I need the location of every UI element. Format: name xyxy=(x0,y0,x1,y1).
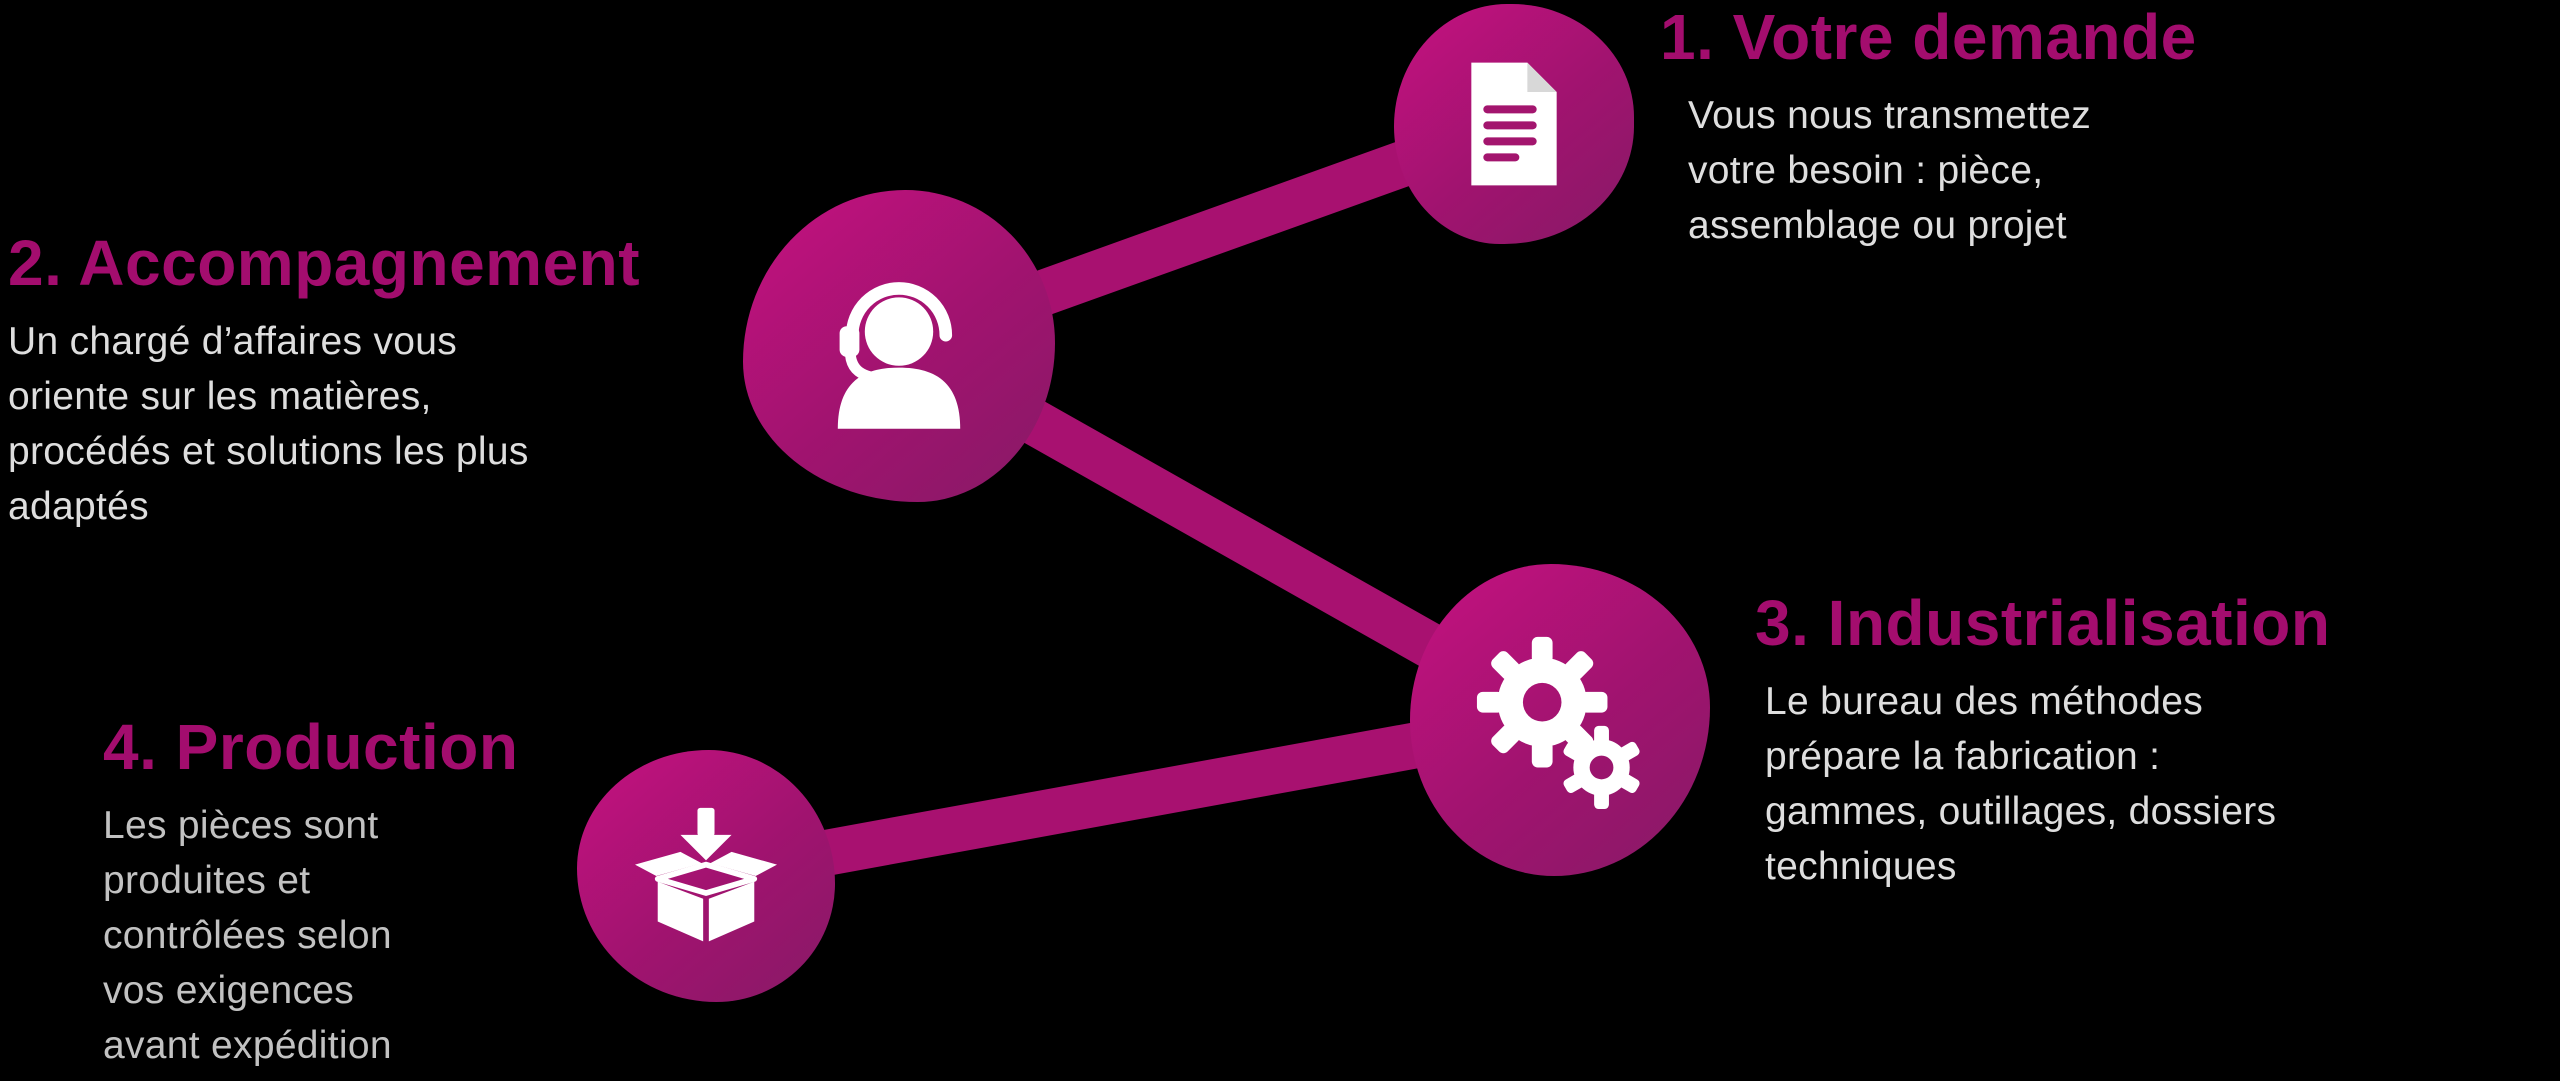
step4-description: Les pièces sont produites et contrôlées … xyxy=(103,803,392,1067)
headset-person-icon xyxy=(837,282,961,429)
step4-title: 4. Production xyxy=(103,711,519,783)
gears-icon xyxy=(1476,636,1640,809)
step2-description: Un chargé d’affaires vous oriente sur le… xyxy=(8,319,529,528)
step1-title: 1. Votre demande xyxy=(1660,1,2197,73)
document-icon xyxy=(1471,62,1557,186)
step3-title: 3. Industrialisation xyxy=(1755,587,2331,659)
step3-node xyxy=(1410,564,1710,876)
step3-text: 3. Industrialisation Le bureau des métho… xyxy=(1755,587,2535,894)
step1-text: 1. Votre demande Vous nous transmettez v… xyxy=(1660,1,2300,253)
step4-node xyxy=(577,750,835,1002)
step3-description: Le bureau des méthodes prépare la fabric… xyxy=(1765,679,2277,888)
step4-text: 4. Production Les pièces sont produites … xyxy=(103,711,603,1073)
step2-text: 2. Accompagnement Un chargé d’affaires v… xyxy=(8,227,768,534)
step1-description: Vous nous transmettez votre besoin : piè… xyxy=(1688,93,2092,247)
step2-title: 2. Accompagnement xyxy=(8,227,641,299)
open-box-icon xyxy=(635,807,777,942)
step1-node xyxy=(1394,4,1634,244)
step2-node xyxy=(743,190,1055,502)
